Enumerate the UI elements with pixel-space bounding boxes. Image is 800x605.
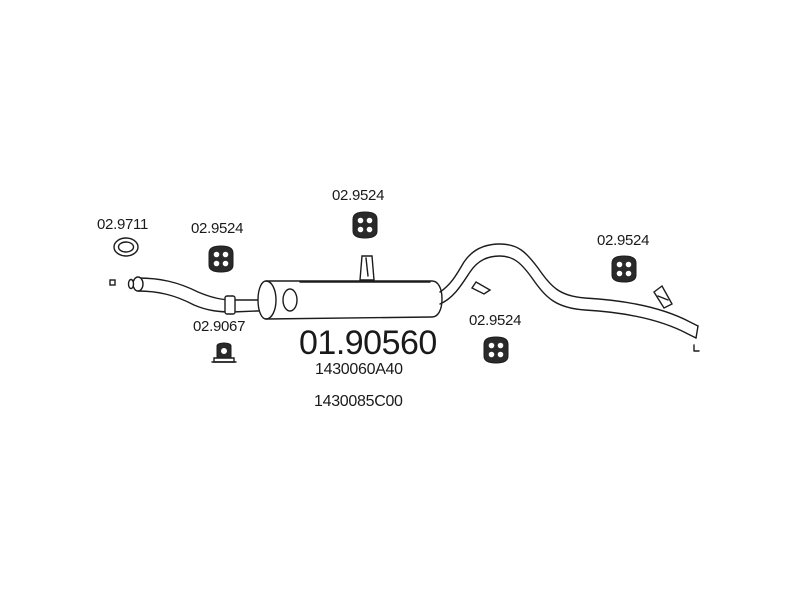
muffler xyxy=(257,255,443,320)
label-seal: 02.9711 xyxy=(97,216,149,233)
rubber-hanger-icon xyxy=(483,336,509,364)
clamp-mount-icon xyxy=(211,342,237,363)
label-hanger-mid: 02.9524 xyxy=(469,312,522,329)
oem-number-2: 1430085C00 xyxy=(314,393,403,410)
rubber-hanger-icon xyxy=(611,255,637,283)
front-end-marker xyxy=(109,279,116,286)
label-hanger-top: 02.9524 xyxy=(332,187,385,204)
oem-number-1: 1430060A40 xyxy=(315,361,403,378)
rubber-hanger-icon xyxy=(208,245,234,273)
main-part-number: 01.90560 xyxy=(299,324,437,362)
label-hanger-front: 02.9524 xyxy=(191,220,244,237)
tail-pipe xyxy=(439,243,699,339)
label-clamp: 02.9067 xyxy=(193,318,246,335)
seal-ring-icon xyxy=(113,237,139,257)
rubber-hanger-icon xyxy=(352,211,378,239)
label-hanger-right: 02.9524 xyxy=(597,232,650,249)
rear-end-marker xyxy=(693,344,700,352)
front-pipe xyxy=(127,276,283,315)
